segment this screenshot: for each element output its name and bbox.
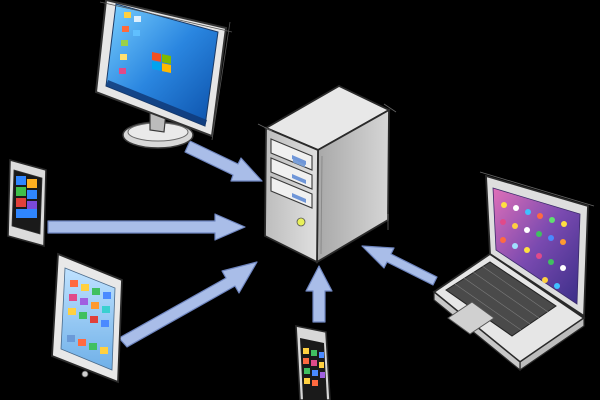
- smartphone-app-icons: [303, 348, 325, 386]
- windows-phone-icon: [7, 158, 47, 248]
- arrow-laptop-to-server: [361, 245, 438, 286]
- connection-arrows: [47, 140, 438, 348]
- desktop-monitor-icon: [94, 0, 233, 149]
- tablet-icon: [51, 252, 123, 384]
- arrow-desktop-to-server: [184, 140, 263, 182]
- laptop-app-icons: [500, 202, 567, 289]
- server-power-light: [296, 217, 306, 227]
- windows-logo-icon: [152, 52, 171, 74]
- smartphone-icon: [295, 325, 331, 400]
- arrow-smartphone-to-server: [305, 265, 333, 323]
- desktop-app-icons: [119, 12, 141, 74]
- server-tower-icon: [257, 84, 397, 264]
- laptop-icon: [432, 171, 595, 372]
- tablet-app-icons: [67, 280, 111, 354]
- server-drive-lights: [292, 155, 306, 203]
- tablet-home-button: [81, 370, 89, 378]
- laptop-trackpad: [447, 301, 495, 335]
- windows-phone-tiles: [16, 176, 37, 218]
- arrow-windows-phone-to-server: [47, 213, 246, 241]
- arrow-tablet-to-server: [118, 261, 258, 348]
